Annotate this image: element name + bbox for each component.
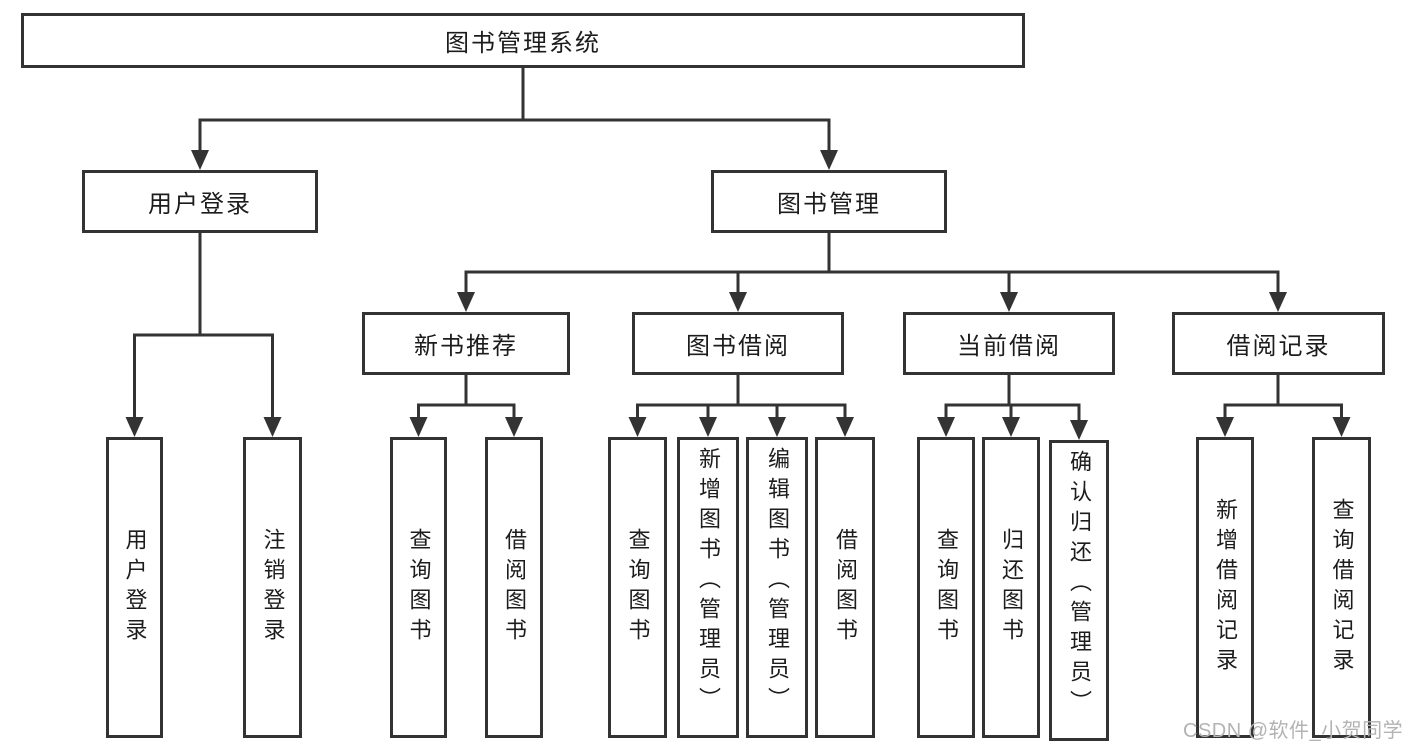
node-leaf-recommend-borrow-books: 借阅图书	[485, 437, 543, 738]
node-user-login: 用户登录	[82, 170, 318, 233]
node-label: 借阅图书	[833, 527, 858, 648]
csdn-watermark: CSDN @软件_小贺同学	[1183, 720, 1404, 742]
connector-recommend-to-leaves	[409, 375, 523, 437]
node-library-management-system: 图书管理系统	[21, 13, 1025, 68]
node-label: 图书管理系统	[445, 30, 601, 57]
node-label: 查询图书	[406, 527, 432, 648]
node-label: 查询图书	[934, 527, 959, 648]
node-label: 编辑图书（管理员）	[765, 447, 790, 717]
node-label: 用户登录	[122, 527, 148, 648]
node-leaf-return-books: 归还图书	[982, 437, 1040, 738]
node-label: 注销登录	[260, 527, 286, 648]
node-leaf-add-book-admin: 新增图书（管理员）	[677, 437, 739, 738]
node-leaf-edit-book-admin: 编辑图书（管理员）	[746, 437, 808, 738]
node-book-management: 图书管理	[711, 170, 947, 233]
node-leaf-logout: 注销登录	[243, 437, 302, 738]
node-leaf-current-query-books: 查询图书	[917, 437, 975, 738]
node-label: 当前借阅	[957, 333, 1061, 360]
node-book-borrow: 图书借阅	[632, 312, 844, 375]
node-leaf-confirm-return-admin: 确认归还（管理员）	[1049, 440, 1109, 741]
node-label: 借阅记录	[1226, 333, 1331, 360]
node-label: 查询图书	[625, 527, 651, 648]
connector-records-to-leaves	[1216, 375, 1351, 437]
node-label: 图书管理	[777, 191, 881, 218]
connector-manage-to-level3	[457, 233, 1287, 312]
node-leaf-user-login: 用户登录	[106, 437, 163, 738]
node-label: 归还图书	[999, 527, 1024, 648]
node-leaf-borrow-query-books: 查询图书	[608, 437, 667, 738]
node-label: 用户登录	[148, 191, 252, 218]
node-label: 图书借阅	[686, 333, 790, 360]
node-label: 新书推荐	[414, 333, 518, 360]
node-borrow-records: 借阅记录	[1172, 312, 1385, 375]
node-label: 借阅图书	[502, 527, 527, 648]
node-leaf-add-borrow-record: 新增借阅记录	[1196, 437, 1254, 738]
node-new-book-recommend: 新书推荐	[362, 312, 570, 375]
node-current-borrow: 当前借阅	[903, 312, 1115, 375]
connector-login-to-leaves	[125, 233, 282, 437]
node-leaf-borrow-books: 借阅图书	[815, 437, 875, 738]
node-label: 新增借阅记录	[1213, 497, 1238, 678]
node-label: 新增图书（管理员）	[696, 447, 721, 717]
connector-borrow-to-leaves	[628, 375, 854, 437]
connector-current-to-leaves	[937, 375, 1088, 440]
node-leaf-query-borrow-record: 查询借阅记录	[1312, 437, 1371, 738]
node-label: 确认归还（管理员）	[1067, 450, 1092, 720]
connector-root-to-level2	[191, 68, 838, 170]
node-leaf-recommend-query-books: 查询图书	[390, 437, 447, 738]
node-label: 查询借阅记录	[1329, 497, 1355, 678]
